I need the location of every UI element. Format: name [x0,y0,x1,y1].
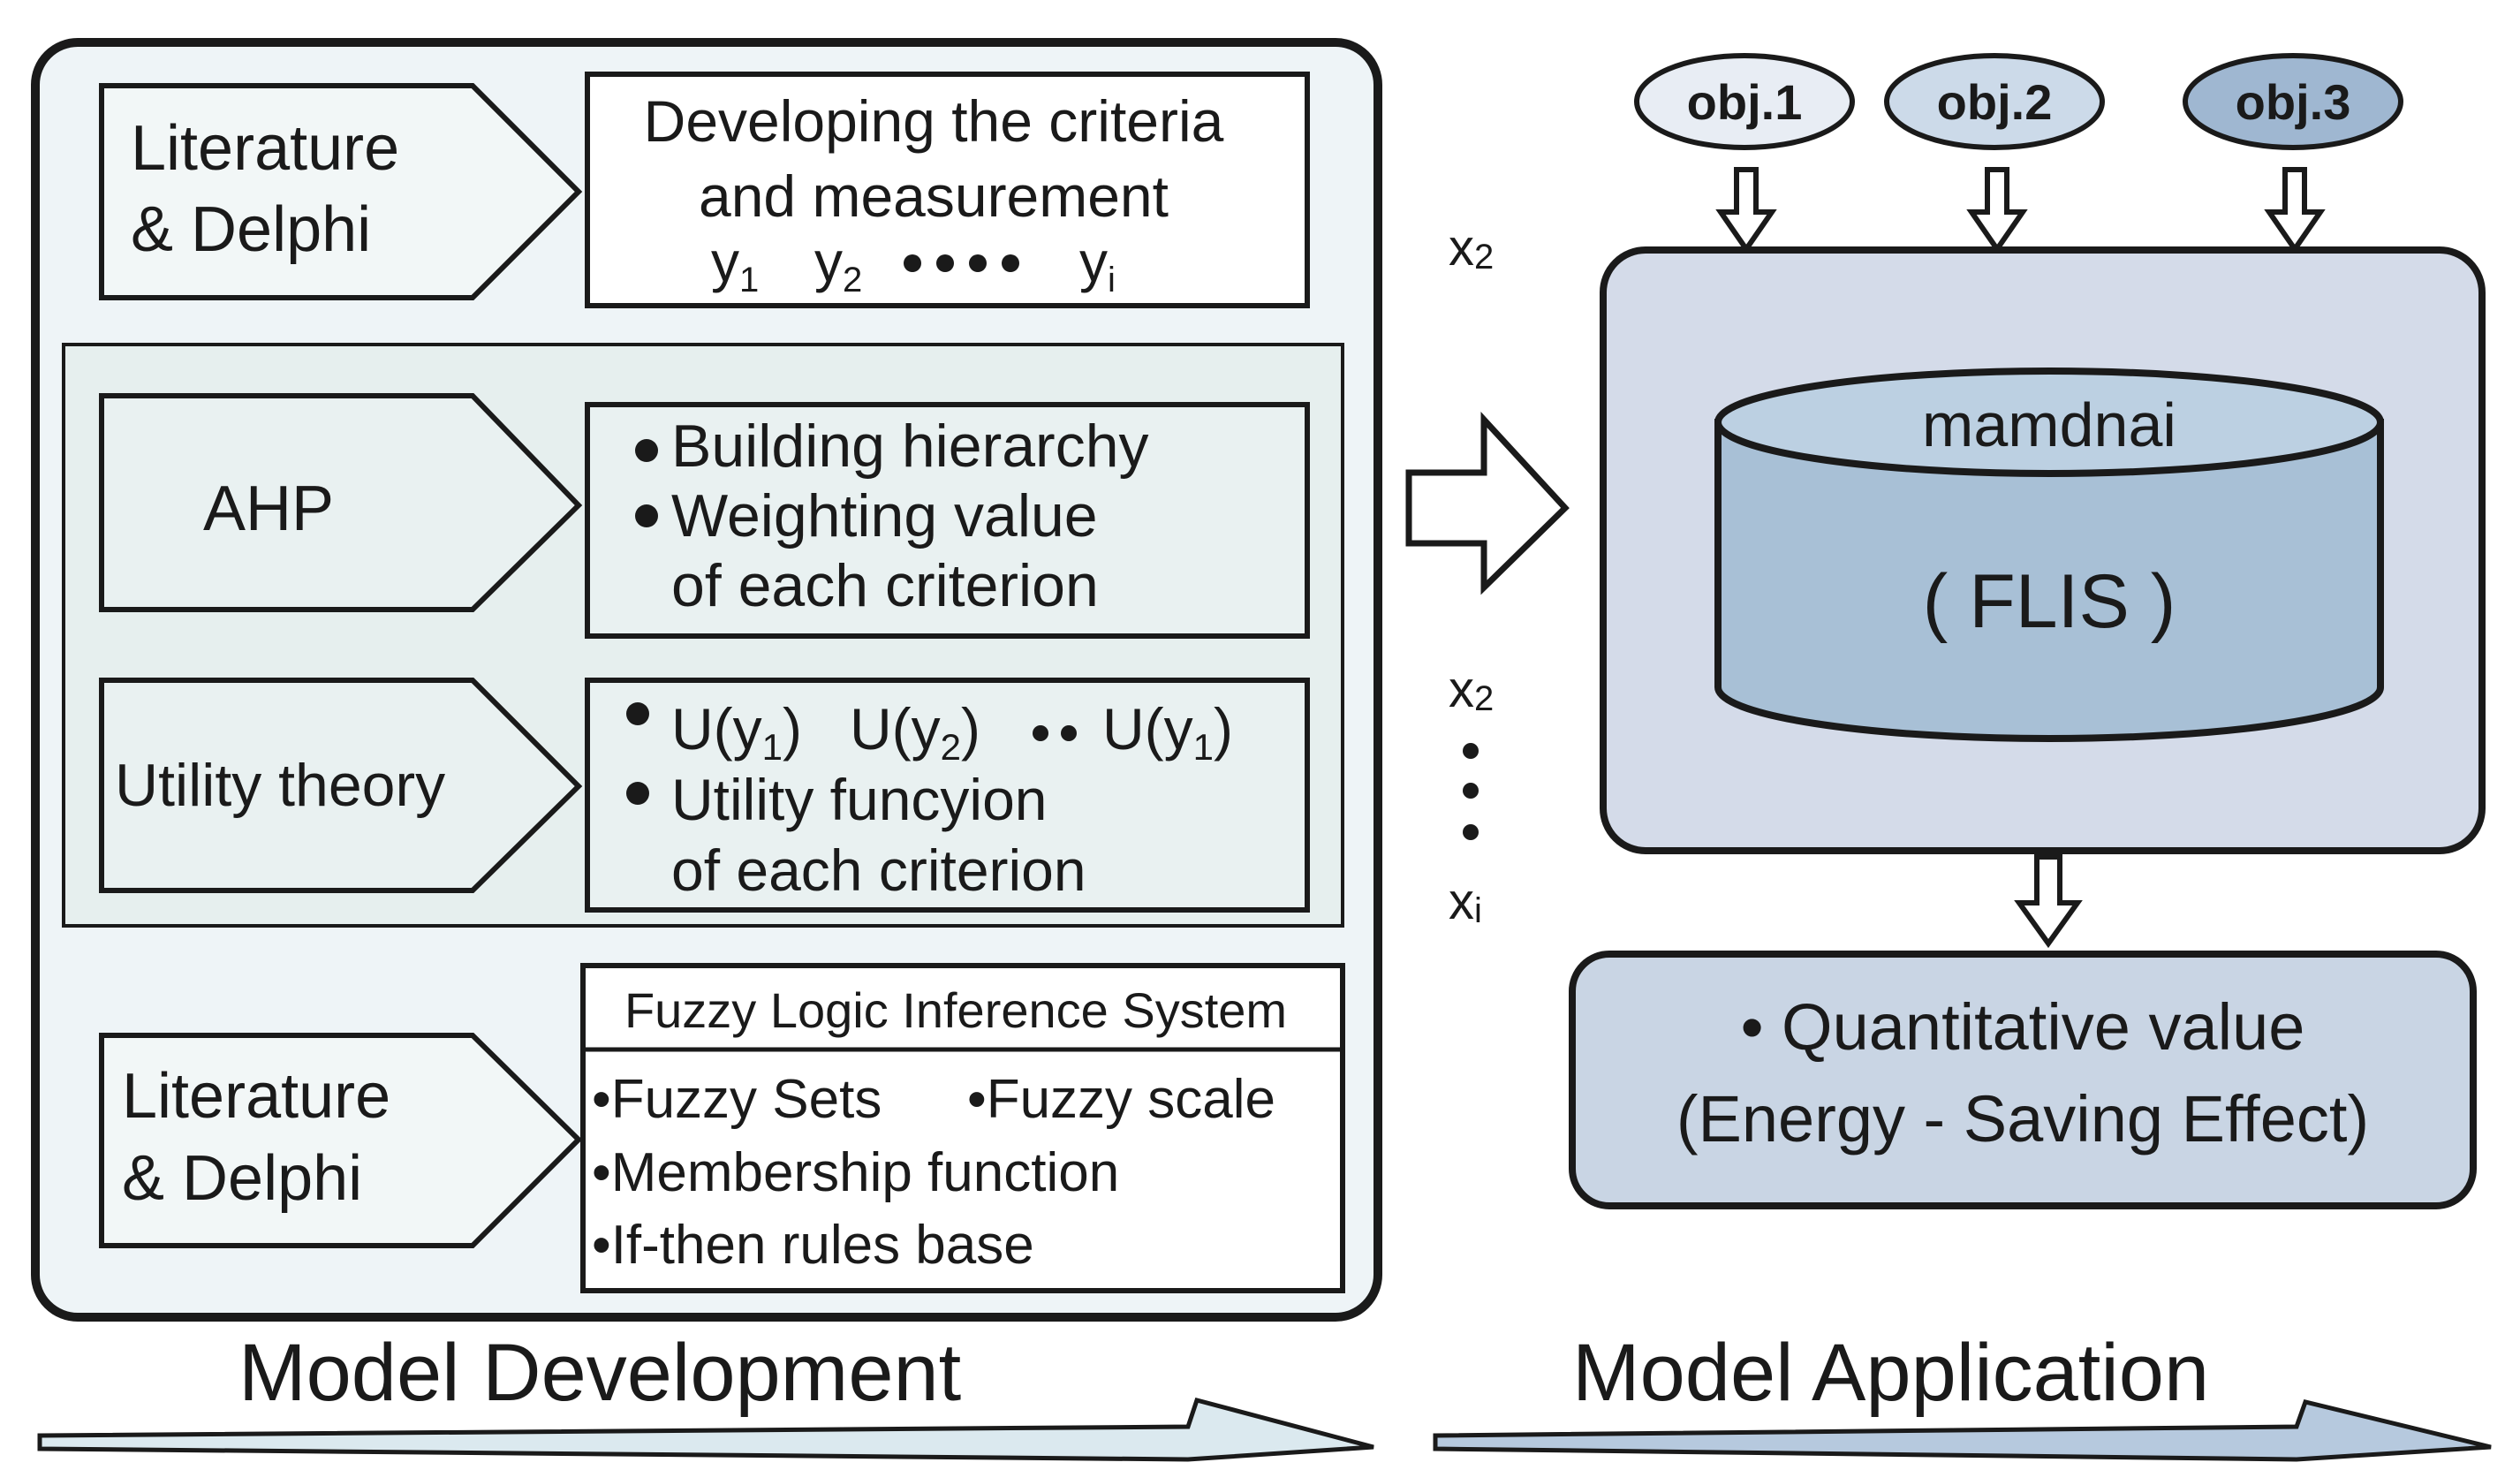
stage3-label-box [99,678,583,893]
input-x2: x2 [1449,661,1494,718]
stage2-label: AHP [203,474,334,544]
development-to-application-arrow [1405,412,1570,595]
down-arrow-icon [2264,167,2326,254]
objective-3-label: obj.3 [2236,74,2351,130]
result-line2: (Energy - Saving Effect) [1676,1082,2369,1156]
result-line1: • Quantitative value [1741,990,2305,1064]
stage4-label-line1: Literature [122,1061,390,1132]
flis-cylinder-top [1714,368,2384,477]
fuzzy-item-sets: •Fuzzy Sets [592,1069,882,1130]
input-x2-top: x2 [1449,219,1494,277]
stage1-var-y2: y2 [814,230,862,299]
stage1-var-yi: yi [1079,230,1116,299]
stage2-bullet2: Weighting value [671,482,1098,549]
utility-function-3: U(y1) [1102,696,1233,768]
objective-2 [1884,53,2105,150]
fuzzy-item-rules: •If-then rules base [592,1215,1034,1276]
model-development-ribbon-arrow [37,1397,1374,1462]
fuzzy-item-scale: •Fuzzy scale [967,1069,1275,1130]
down-arrow-icon [1715,167,1777,254]
stage3-bullet2: Utility funcyion [671,767,1048,832]
objective-3 [2183,53,2403,150]
engine-name: ( FLIS ) [1923,559,2176,644]
stage1-var-y1: y1 [711,230,759,299]
stage1-label-line1: Literature [131,113,399,184]
stage1-label-box [99,83,583,300]
utility-function-2: U(y2) [850,696,980,768]
dots-icon [1033,725,1077,741]
fuzzy-system-box [580,963,1345,1293]
vertical-dots-icon [1463,743,1479,840]
stage1-label-line2: & Delphi [131,194,371,265]
input-xi: xi [1449,873,1482,930]
model-application-caption: Model Application [1572,1328,2209,1418]
flis-cylinder-body [1714,419,2384,742]
utility-function-1: U(y1) [671,696,802,768]
bullet-icon [635,504,658,527]
quantitative-result-box [1569,951,2477,1209]
objective-1 [1634,53,1855,150]
objective-2-label: obj.2 [1937,74,2053,130]
fuzzy-item-membership: •Membership function [592,1142,1119,1203]
model-application-ribbon-arrow [1433,1399,2492,1462]
bullet-icon [626,782,649,805]
stage2-bullet1: Building hierarchy [671,413,1149,480]
stage3-content-box [585,678,1310,913]
model-development-caption: Model Development [238,1328,961,1418]
stage3-label: Utility theory [115,752,445,819]
stage4-label-line2: & Delphi [122,1143,362,1214]
stage2-content-box [585,402,1310,639]
stage2-continuation: of each criterion [671,552,1099,619]
stage2-label-box [99,393,583,612]
bullet-icon [635,439,658,462]
stage4-label-box [99,1033,583,1248]
dots-icon [904,254,1019,272]
down-arrow-icon [2014,854,2083,949]
objective-1-label: obj.1 [1687,74,1803,130]
fuzzy-header: Fuzzy Logic Inference System [624,982,1287,1038]
stage1-content-line2: and measurement [699,163,1169,229]
engine-title: mamdnai [1922,390,2176,459]
bullet-icon [626,702,649,725]
down-arrow-icon [1966,167,2028,254]
stage1-content-line1: Developing the criteria [644,88,1224,154]
stage3-continuation: of each criterion [671,837,1086,903]
